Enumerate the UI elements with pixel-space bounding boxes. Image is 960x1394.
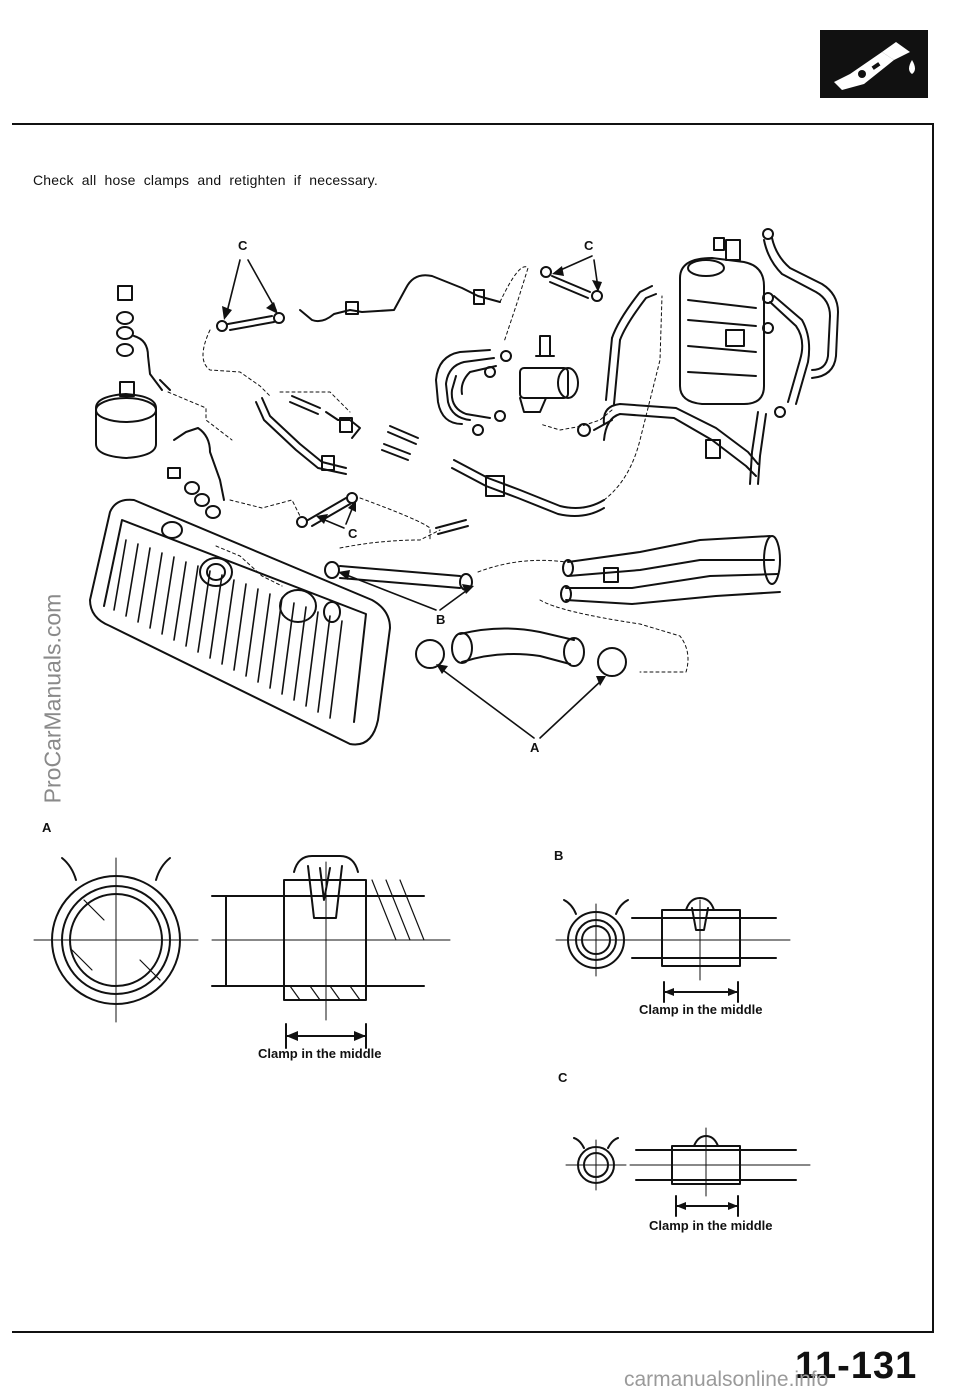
frame-bottom-rule xyxy=(12,1331,934,1333)
arrowheads xyxy=(222,266,606,686)
instruction-text: Check all hose clamps and retighten if n… xyxy=(33,172,378,188)
callout-c-middle: C xyxy=(348,526,358,541)
purge-valve xyxy=(519,335,591,437)
detail-c-label: C xyxy=(558,1070,568,1085)
fuel-section-badge xyxy=(820,30,928,98)
callout-c-top-left: C xyxy=(238,238,248,253)
page-number: 11-131 xyxy=(795,1345,918,1387)
detail-c-caption: Clamp in the middle xyxy=(649,1218,773,1233)
fuel-line-top xyxy=(216,266,603,332)
fuel-tank xyxy=(89,498,391,746)
detail-c-drawing xyxy=(565,1127,811,1217)
detail-a-drawing xyxy=(33,855,451,1049)
frame-top-rule xyxy=(12,123,934,125)
detail-a-arrowheads xyxy=(286,1031,366,1041)
detail-b-label: B xyxy=(554,848,564,863)
detail-a-label: A xyxy=(42,820,52,835)
callout-b: B xyxy=(436,612,446,627)
vapor-hoses xyxy=(435,285,657,436)
fuel-line-middle xyxy=(255,395,605,535)
watermark-side: ProCarManuals.com xyxy=(39,593,66,804)
callout-a: A xyxy=(530,740,540,755)
detail-b-arrowheads xyxy=(664,988,738,996)
detail-b-drawing xyxy=(555,897,791,1003)
fuel-filter xyxy=(95,285,225,519)
watermark-bottom: carmanualsonline.info xyxy=(624,1368,829,1391)
detail-a-caption: Clamp in the middle xyxy=(258,1046,382,1061)
detail-c-arrowheads xyxy=(676,1202,738,1210)
callout-arrows xyxy=(225,255,603,739)
routing-guides xyxy=(167,266,689,673)
callout-c-top-right: C xyxy=(584,238,594,253)
detail-b-caption: Clamp in the middle xyxy=(639,1002,763,1017)
fuel-nozzle-icon xyxy=(834,42,915,90)
frame-right-rule xyxy=(932,123,934,1333)
evap-canister xyxy=(593,228,839,485)
